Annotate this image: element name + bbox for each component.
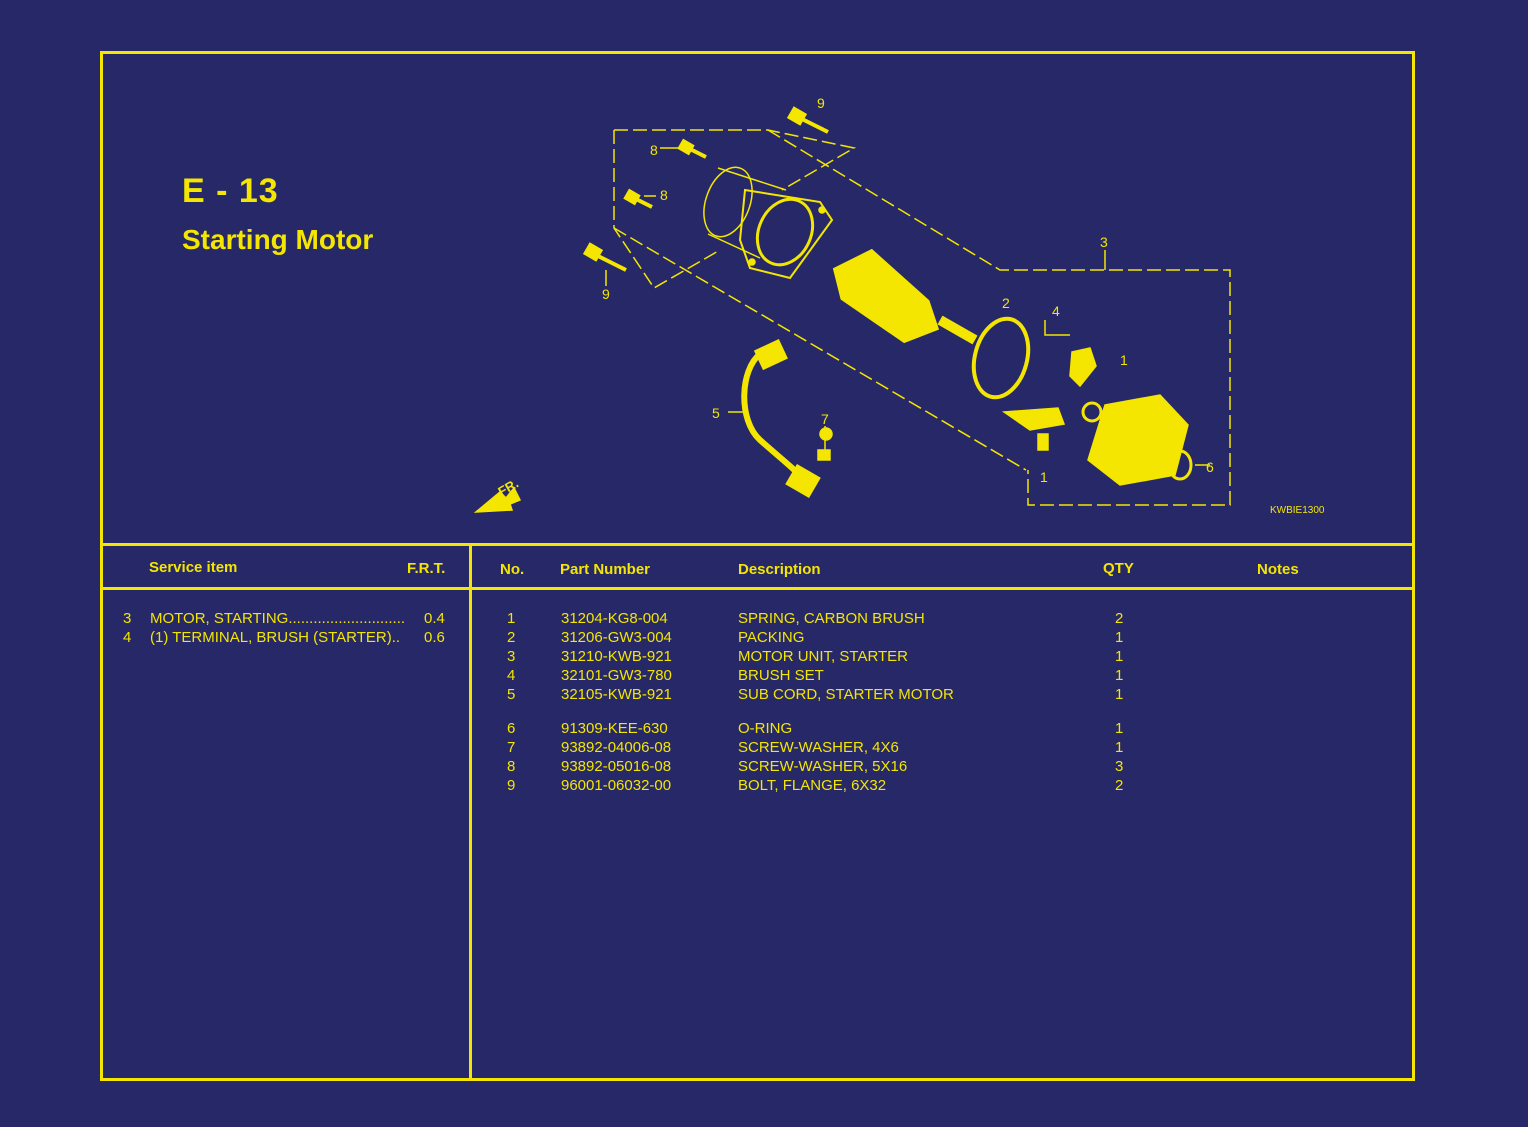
screw-8-a: [660, 138, 707, 159]
diagram-ref: KWBIE1300: [1270, 505, 1325, 516]
part-number-header: Part Number: [560, 561, 651, 578]
part-description: SUB CORD, STARTER MOTOR: [738, 686, 954, 703]
part-no: 2: [507, 629, 516, 646]
callout: 2: [1002, 295, 1010, 311]
callout: 8: [660, 187, 668, 203]
frt-header: F.R.T.: [407, 560, 446, 577]
part-qty: 2: [1115, 777, 1124, 794]
callout: 1: [1120, 352, 1128, 368]
callout: 9: [602, 286, 610, 302]
part-no: 3: [507, 648, 516, 665]
front-arrow-icon: [473, 486, 522, 513]
page-frame: [100, 51, 1415, 1081]
column-divider: [469, 543, 472, 1081]
part-qty: 1: [1115, 686, 1124, 703]
end-cover: [1087, 394, 1210, 486]
page-title: Starting Motor: [182, 224, 374, 255]
part-description: BRUSH SET: [738, 667, 824, 684]
part-number: 32105-KWB-921: [561, 686, 672, 703]
part-number: 91309-KEE-630: [561, 720, 668, 737]
table-header-divider: [100, 587, 1415, 590]
service-ref: 4: [123, 629, 132, 646]
callout: 3: [1100, 234, 1108, 250]
part-description: BOLT, FLANGE, 6X32: [738, 777, 887, 794]
armature: [831, 247, 978, 345]
brush-set: [1001, 320, 1103, 451]
callout: 4: [1052, 303, 1060, 319]
part-number: 31206-GW3-004: [561, 629, 672, 646]
callout: 5: [712, 405, 720, 421]
sub-cord: [728, 339, 833, 499]
part-qty: 2: [1115, 610, 1124, 627]
part-description: SPRING, CARBON BRUSH: [738, 610, 925, 627]
description-header: Description: [738, 561, 821, 578]
part-qty: 3: [1115, 758, 1124, 775]
guide-line: [613, 130, 721, 290]
service-frt: 0.4: [424, 610, 445, 627]
part-no: 4: [507, 667, 516, 684]
part-no: 1: [507, 610, 516, 627]
service-frt: 0.6: [424, 629, 445, 646]
qty-header: QTY: [1103, 560, 1134, 577]
part-qty: 1: [1115, 648, 1124, 665]
notes-header: Notes: [1257, 561, 1299, 578]
service-label: MOTOR, STARTING.........................…: [150, 610, 406, 627]
part-qty: 1: [1115, 720, 1124, 737]
part-number: 93892-04006-08: [561, 739, 672, 756]
screw-7: [817, 426, 831, 461]
part-number: 93892-05016-08: [561, 758, 672, 775]
part-description: SCREW-WASHER, 4X6: [738, 739, 899, 756]
part-no: 7: [507, 739, 516, 756]
header-divider: [100, 543, 1415, 546]
callout: 9: [817, 95, 825, 111]
bolt-9-top: [786, 106, 829, 134]
callout: 7: [821, 411, 829, 427]
part-number: 32101-GW3-780: [561, 667, 672, 684]
bolt-9-left: [582, 242, 627, 286]
part-qty: 1: [1115, 739, 1124, 756]
guide-line: [614, 129, 857, 191]
group-bracket: [767, 129, 1231, 506]
no-header: No.: [500, 561, 525, 578]
part-number: 31210-KWB-921: [561, 648, 672, 665]
guide-line: [613, 227, 1027, 471]
part-number: 31204-KG8-004: [561, 610, 668, 627]
page-code: E - 13: [182, 172, 279, 210]
part-description: O-RING: [738, 720, 793, 737]
part-description: PACKING: [738, 629, 805, 646]
motor-housing: [703, 166, 834, 280]
part-description: SCREW-WASHER, 5X16: [738, 758, 908, 775]
packing-ring: [971, 316, 1031, 400]
service-item-header: Service item: [149, 559, 238, 576]
part-qty: 1: [1115, 629, 1124, 646]
part-qty: 1: [1115, 667, 1124, 684]
part-no: 9: [507, 777, 516, 794]
callout: 8: [650, 142, 658, 158]
callout: 1: [1040, 469, 1048, 485]
service-ref: 3: [123, 610, 132, 627]
screw-8-b: [623, 188, 656, 209]
part-no: 6: [507, 720, 516, 737]
part-number: 96001-06032-00: [561, 777, 672, 794]
part-no: 8: [507, 758, 516, 775]
part-description: MOTOR UNIT, STARTER: [738, 648, 909, 665]
callout: 6: [1206, 459, 1214, 475]
part-no: 5: [507, 686, 516, 703]
exploded-diagram: 9 8 8 9 3 2 4 1 5 7 1 6 FR.: [473, 95, 1231, 513]
service-label: (1) TERMINAL, BRUSH (STARTER)..: [150, 629, 401, 646]
